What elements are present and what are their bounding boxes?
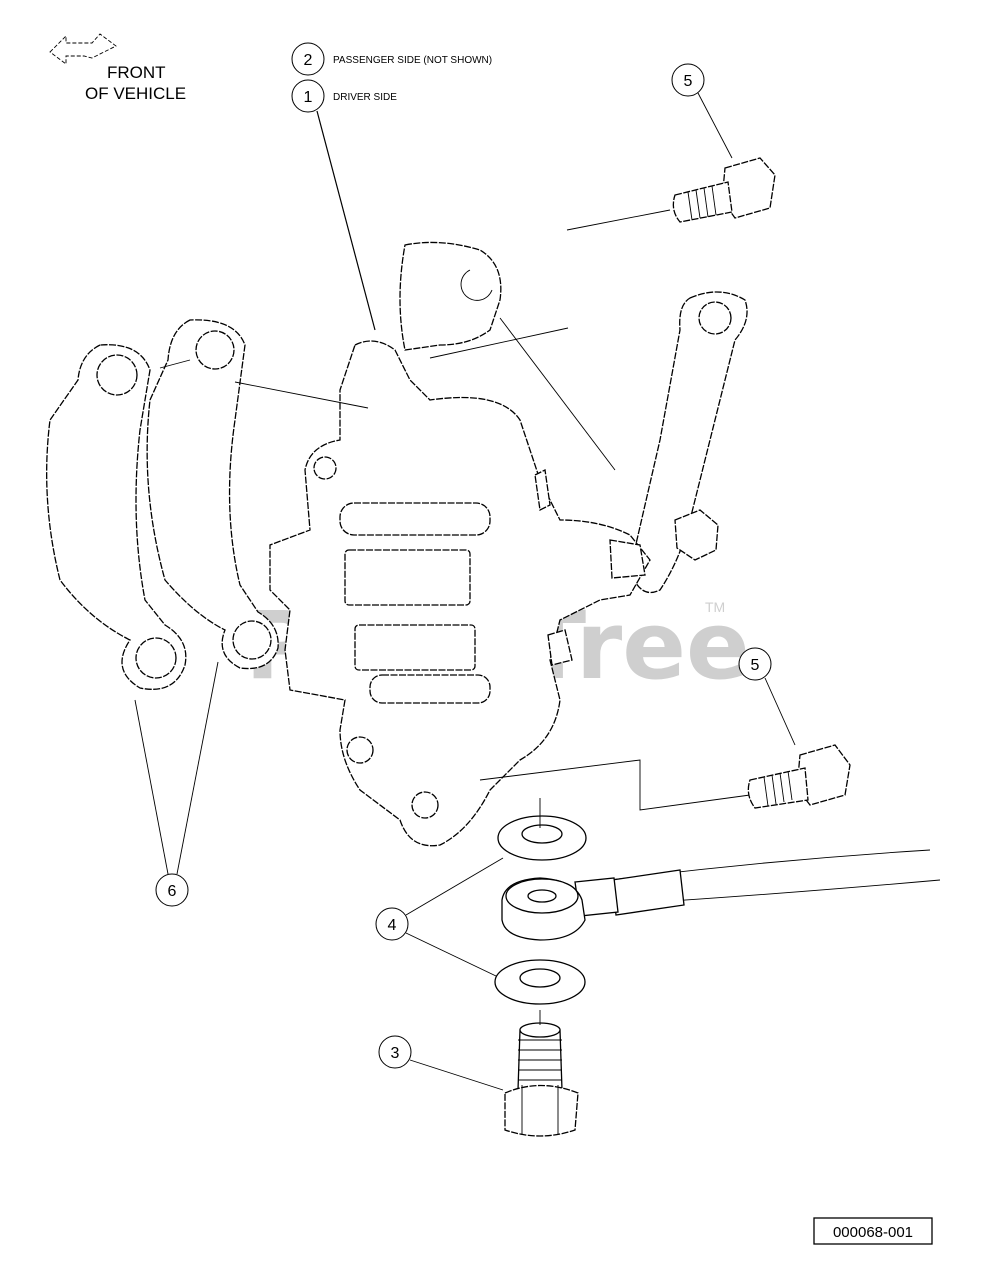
front-arrow-icon [49,33,117,65]
banjo-fitting [501,849,941,941]
front-label-line1: FRONT [107,63,166,82]
callout-pads: 6 [155,873,189,907]
legend-text: PASSENGER SIDE (NOT SHOWN) [333,55,492,66]
washer-upper [497,798,587,861]
callout-washers: 4 [375,907,409,941]
brake-caliper [269,340,651,847]
caliper-bracket [399,241,502,351]
legend-item-passenger-side: 2 PASSENGER SIDE (NOT SHOWN) [291,42,492,76]
legend-item-driver-side: 1 DRIVER SIDE [291,79,397,113]
callout-number: 4 [388,917,397,934]
callout-number: 6 [168,883,177,900]
brake-pad-inner [146,319,279,670]
callout-bolt-top: 5 [671,63,705,97]
bolt-top [672,157,776,223]
legend-text: DRIVER SIDE [333,92,397,103]
diagram-code: 000068-001 [833,1224,913,1241]
legend-number: 1 [304,89,313,106]
callout-number: 5 [684,73,693,90]
callout-number: 3 [391,1045,400,1062]
brake-pad-outer [46,344,187,690]
callout-banjo-bolt: 3 [378,1035,412,1069]
banjo-bolt [504,1010,579,1137]
diagram-code-box: 000068-001 [813,1217,933,1245]
brake-arm [629,291,748,594]
front-label-line2: OF VEHICLE [85,84,186,103]
legend-number: 2 [304,52,313,69]
callout-bolt-right: 5 [738,647,772,681]
bolt-right [747,744,851,809]
callout-number: 5 [751,657,760,674]
washer-lower [494,959,586,1005]
watermark-tm: TM [705,599,725,615]
